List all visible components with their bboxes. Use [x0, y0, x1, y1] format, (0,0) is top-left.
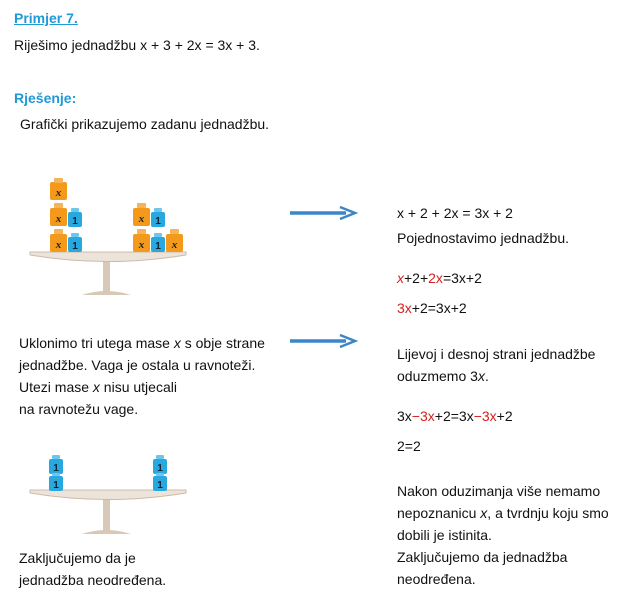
equation-subtracted: 3x−3x+2=3x−3x+2 [397, 408, 513, 424]
svg-text:1: 1 [155, 216, 161, 227]
weight-x-icon: x [166, 229, 183, 252]
svg-text:x: x [138, 213, 145, 225]
example-title: Primjer 7. [14, 10, 78, 26]
svg-text:1: 1 [72, 216, 78, 227]
subtract-instruction: Lijevoj i desnoj strani jednadžbe oduzme… [397, 346, 596, 384]
conclusion: Zaključujemo da je jednadžba neodređena. [19, 550, 167, 588]
scale-beam [29, 489, 187, 500]
weight-x-icon: x [133, 229, 150, 252]
weight-one-icon: 1 [153, 473, 167, 491]
balance-scale-2: 1 1 1 1 [29, 455, 187, 534]
weight-one-icon: 1 [151, 233, 165, 252]
scale-pillar [103, 256, 110, 293]
weight-x-icon: x [133, 203, 150, 226]
svg-text:x: x [138, 239, 145, 251]
weight-x-icon: x [50, 229, 67, 252]
scale-beam [29, 251, 187, 262]
scale-base [82, 291, 131, 295]
svg-text:1: 1 [155, 241, 161, 252]
svg-text:1: 1 [72, 241, 78, 252]
equation-result: 2=2 [397, 438, 421, 454]
svg-text:x: x [55, 239, 62, 251]
equation-colored-1: x+2+2x=3x+2 [397, 270, 482, 286]
svg-text:1: 1 [157, 480, 163, 491]
weight-one-icon: 1 [49, 473, 63, 491]
solution-intro: Grafički prikazujemo zadanu jednadžbu. [20, 116, 270, 132]
scale-base [82, 530, 131, 534]
svg-text:1: 1 [157, 463, 163, 474]
arrow-right-icon [290, 205, 359, 221]
weight-one-icon: 1 [49, 455, 63, 474]
svg-text:1: 1 [53, 480, 59, 491]
weight-one-icon: 1 [153, 455, 167, 474]
equation-simplified: x + 2 + 2x = 3x + 2 [397, 205, 513, 221]
solution-title: Rješenje: [14, 90, 77, 106]
svg-text:1: 1 [53, 463, 59, 474]
example-task: Riješimo jednadžbu x + 3 + 2x = 3x + 3. [14, 37, 260, 53]
removal-explanation: Uklonimo tri utega mase x s obje strane … [19, 335, 265, 417]
svg-text:x: x [171, 239, 178, 251]
scale-pillar [103, 495, 110, 532]
weight-one-icon: 1 [151, 208, 165, 227]
result-explanation: Nakon oduzimanja više nemamo nepoznanicu… [397, 483, 609, 587]
weight-x-icon: x [50, 178, 67, 200]
simplify-instruction: Pojednostavimo jednadžbu. [397, 230, 570, 246]
weight-one-icon: 1 [68, 233, 82, 252]
arrow-right-icon [290, 333, 359, 349]
svg-text:x: x [55, 213, 62, 225]
weight-one-icon: 1 [68, 208, 82, 227]
weight-x-icon: x [50, 203, 67, 226]
equation-colored-2: 3x+2=3x+2 [397, 300, 467, 316]
svg-text:x: x [55, 187, 62, 199]
